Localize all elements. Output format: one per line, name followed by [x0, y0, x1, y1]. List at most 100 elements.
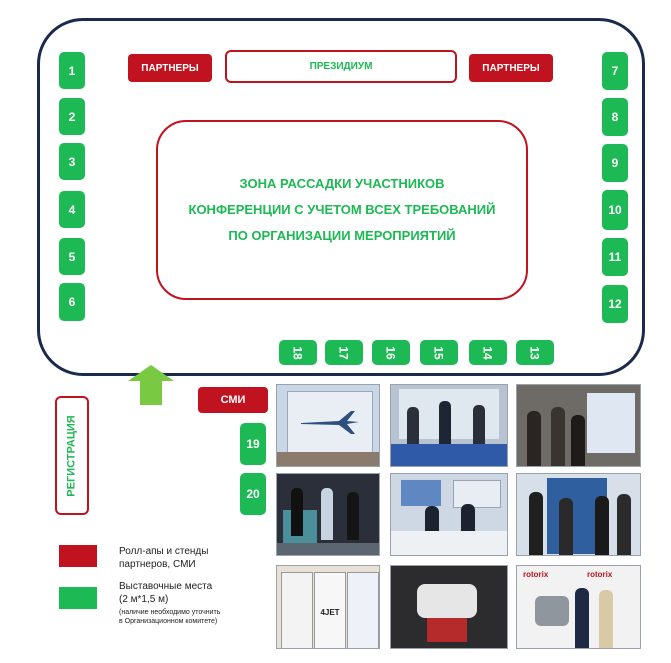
stand-12-label: 12 — [608, 297, 622, 311]
stand-8-label: 8 — [611, 110, 619, 124]
stand-11-label: 11 — [608, 250, 622, 264]
media-label: СМИ — [220, 394, 246, 406]
photo-rollups: 4JET — [276, 565, 380, 649]
person-figure — [425, 506, 439, 534]
photo-stand-people-1 — [390, 384, 508, 467]
person-figure — [529, 492, 543, 555]
person-figure — [527, 411, 541, 466]
legend-green-line-2: (2 м*1,5 м) — [119, 594, 169, 605]
rollup-banner — [281, 572, 313, 648]
stand-8: 8 — [602, 98, 628, 136]
stand-10-label: 10 — [608, 203, 622, 217]
stand-16: 16 — [372, 340, 410, 365]
stand-7: 7 — [602, 52, 628, 90]
stand-12: 12 — [602, 285, 628, 323]
person-figure — [599, 590, 613, 648]
stand-13-label: 13 — [527, 345, 542, 360]
up-arrow-icon — [128, 365, 174, 405]
photo-stand-table — [390, 473, 508, 556]
rotorix-brand-left: rotorix — [523, 570, 549, 579]
person-figure — [321, 488, 333, 540]
person-figure — [407, 407, 419, 447]
person-figure — [617, 494, 631, 555]
photo-crowd — [516, 384, 641, 467]
stand-17-label: 17 — [336, 345, 351, 360]
stand-17: 17 — [325, 340, 363, 365]
stand-2: 2 — [59, 98, 85, 135]
stand-18: 18 — [279, 340, 317, 365]
stand-1-label: 1 — [68, 63, 76, 78]
stand-20-label: 20 — [246, 487, 260, 501]
stand-18-label: 18 — [290, 345, 305, 360]
stand-5: 5 — [59, 238, 85, 275]
airplane-icon — [301, 411, 359, 434]
stand-15: 15 — [420, 340, 458, 365]
photo-floor — [277, 543, 379, 555]
registration-box: РЕГИСТРАЦИЯ — [55, 396, 89, 515]
legend-green-line-1: Выставочные места — [119, 581, 213, 592]
stand-11: 11 — [602, 238, 628, 276]
rollup-sign: 4JET — [320, 608, 340, 617]
person-figure — [291, 488, 303, 536]
stand-4-label: 4 — [68, 202, 76, 217]
person-figure — [571, 415, 585, 466]
person-figure — [347, 492, 359, 540]
photo-machine — [535, 596, 569, 626]
stand-7-label: 7 — [611, 64, 619, 78]
presidium-label: ПРЕЗИДИУМ — [309, 61, 373, 72]
photo-banner — [587, 393, 635, 453]
seating-zone: ЗОНА РАССАДКИ УЧАСТНИКОВ КОНФЕРЕНЦИИ С У… — [156, 120, 528, 300]
legend-green-swatch — [59, 587, 97, 609]
legend-note-2: в Организационном комитете) — [119, 618, 218, 625]
stand-6: 6 — [59, 283, 85, 321]
registration-label: РЕГИСТРАЦИЯ — [66, 414, 78, 497]
legend-green-text: Выставочные места (2 м*1,5 м) (наличие н… — [119, 580, 220, 626]
stand-3: 3 — [59, 143, 85, 180]
zone-line-2: КОНФЕРЕНЦИИ С УЧЕТОМ ВСЕХ ТРЕБОВАНИЙ — [188, 202, 496, 217]
legend-red-text: Ролл-апы и стенды партнеров, СМИ — [119, 545, 208, 571]
stand-9: 9 — [602, 144, 628, 182]
stand-10: 10 — [602, 190, 628, 230]
rollup-banner — [347, 572, 379, 648]
stand-16-label: 16 — [383, 345, 398, 360]
photo-screen — [401, 480, 441, 506]
stand-1: 1 — [59, 52, 85, 89]
equipment-base — [427, 618, 467, 642]
stand-15-label: 15 — [431, 345, 446, 360]
photo-equipment — [390, 565, 508, 649]
stand-3-label: 3 — [68, 154, 76, 169]
stand-9-label: 9 — [611, 156, 619, 170]
person-figure — [595, 496, 609, 555]
partners-right-box: ПАРТНЕРЫ — [469, 54, 553, 82]
photo-stand-people-3 — [516, 473, 641, 556]
stand-14-label: 14 — [480, 345, 495, 360]
photo-table — [391, 444, 507, 466]
zone-line-3: ПО ОРГАНИЗАЦИИ МЕРОПРИЯТИЙ — [228, 228, 456, 243]
rollup-banner — [314, 572, 346, 648]
partners-left-box: ПАРТНЕРЫ — [128, 54, 212, 82]
conference-hall-outline — [37, 18, 645, 376]
legend-red-line-1: Ролл-апы и стенды — [119, 546, 209, 557]
stand-13: 13 — [516, 340, 554, 365]
stand-6-label: 6 — [68, 295, 76, 309]
stand-19-label: 19 — [246, 437, 260, 451]
person-figure — [461, 504, 475, 534]
stand-19: 19 — [240, 423, 266, 465]
legend-red-swatch — [59, 545, 97, 567]
photo-rotorix-stand: rotorix rotorix — [516, 565, 641, 649]
photo-table — [391, 531, 507, 555]
partners-right-label: ПАРТНЕРЫ — [482, 62, 540, 74]
partners-left-label: ПАРТНЕРЫ — [141, 62, 199, 74]
photo-stand-people-2 — [276, 473, 380, 556]
photo-floor — [277, 452, 379, 466]
stand-14: 14 — [469, 340, 507, 365]
stand-5-label: 5 — [68, 249, 76, 264]
person-figure — [575, 588, 589, 648]
stand-4: 4 — [59, 191, 85, 228]
person-figure — [559, 498, 573, 555]
stand-20: 20 — [240, 473, 266, 515]
zone-line-1: ЗОНА РАССАДКИ УЧАСТНИКОВ — [239, 176, 445, 191]
photo-screen — [453, 480, 501, 508]
media-box: СМИ — [198, 387, 268, 413]
legend-red-line-2: партнеров, СМИ — [119, 559, 196, 570]
